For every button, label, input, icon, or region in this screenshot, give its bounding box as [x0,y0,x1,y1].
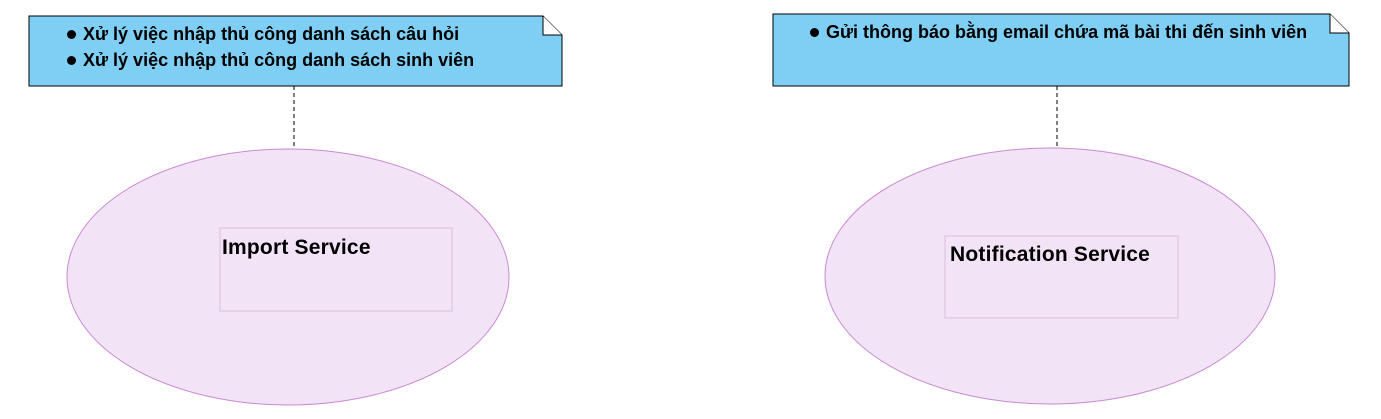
note-notification-text: Gửi thông báo bằng email chứa mã bài thi… [808,19,1328,45]
note-import-item: Xử lý việc nhập thủ công danh sách sinh … [67,47,545,73]
note-import-shape [28,15,563,87]
import-service-label-box [219,227,453,312]
note-notification-folded-corner [1329,14,1349,34]
import-service-label: Import Service [222,236,371,259]
note-import-item: Xử lý việc nhập thủ công danh sách câu h… [67,21,545,47]
note-notification-item: Gửi thông báo bằng email chứa mã bài thi… [810,19,1328,45]
note-import[interactable] [28,15,563,87]
note-notification-shape [772,13,1350,87]
note-notification-list: Gửi thông báo bằng email chứa mã bài thi… [808,19,1328,45]
note-import-list: Xử lý việc nhập thủ công danh sách câu h… [65,21,545,73]
notification-service-label: Notification Service [950,243,1151,266]
note-notification[interactable] [772,13,1350,87]
notification-service-ellipse[interactable] [824,147,1276,405]
import-service-ellipse[interactable] [66,148,510,406]
note-import-folded-corner [542,16,562,36]
notification-service-label-box [944,235,1179,319]
note-import-text: Xử lý việc nhập thủ công danh sách câu h… [65,21,545,73]
